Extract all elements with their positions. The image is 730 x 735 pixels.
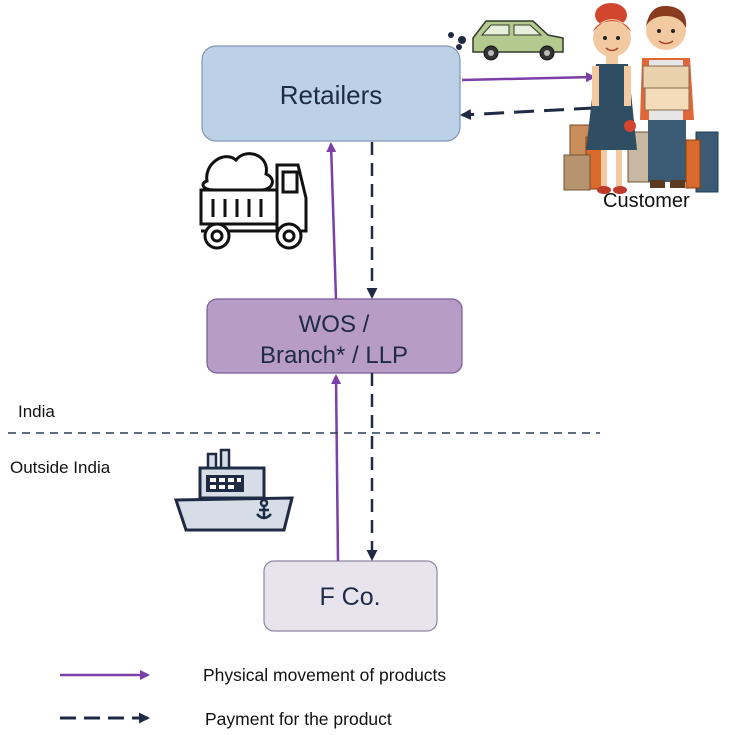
physical-arrow-retailers-to-customer [461, 72, 596, 83]
legend-physical-label: Physical movement of products [203, 665, 446, 685]
ship-icon [173, 448, 294, 532]
wos-label-line2: Branch* / LLP [260, 342, 408, 369]
legend: Physical movement of products Payment fo… [60, 665, 446, 729]
retailers-label: Retailers [280, 80, 383, 110]
shoppers-icon [563, 3, 719, 194]
payment-arrow-customer-to-retailers [460, 106, 595, 121]
fco-label: F Co. [319, 583, 380, 611]
physical-arrow-wos-to-retailers [326, 142, 338, 300]
truck-icon [199, 152, 308, 250]
retailers-box [201, 45, 461, 142]
customer-label: Customer [603, 190, 690, 212]
india-label: India [18, 402, 55, 421]
fco-box [263, 560, 438, 632]
wos-label-line1: WOS / [299, 311, 370, 338]
outside-india-label: Outside India [10, 458, 111, 477]
legend-payment-label: Payment for the product [205, 709, 392, 729]
physical-arrow-fco-to-wos [331, 374, 342, 562]
wos-box [206, 298, 463, 374]
car-icon [448, 20, 564, 61]
